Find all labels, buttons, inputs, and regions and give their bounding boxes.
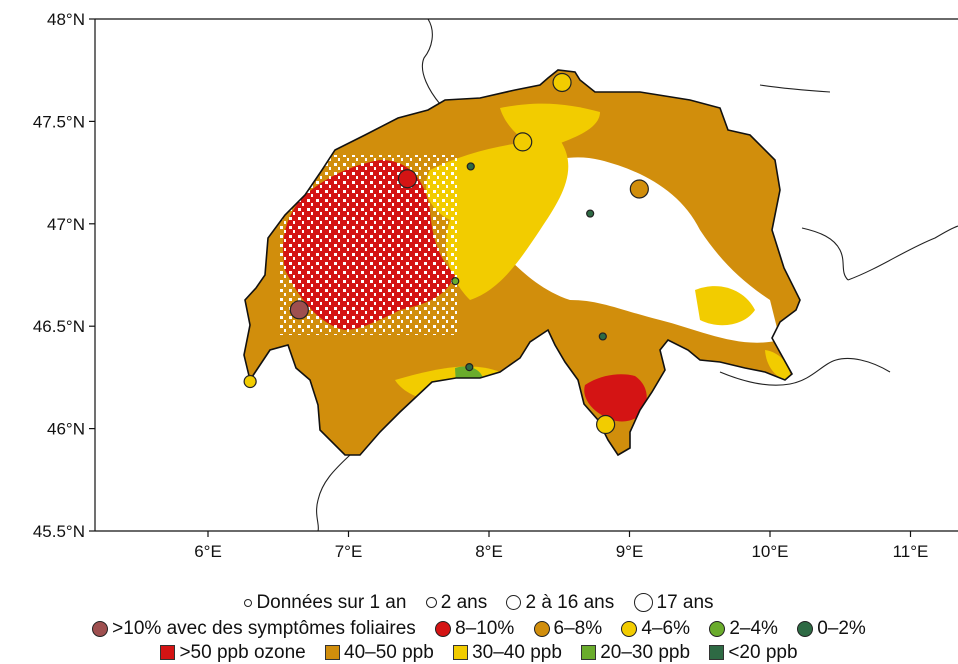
station-marker bbox=[598, 332, 607, 341]
border-east-austria bbox=[801, 227, 849, 281]
y-tick-label: 48°N bbox=[47, 10, 85, 29]
switzerland-border bbox=[243, 69, 801, 457]
legend-size-item: 17 ans bbox=[633, 592, 714, 614]
station-markers bbox=[243, 72, 649, 435]
station-marker bbox=[586, 209, 595, 218]
legend-symptom-item: 6–8% bbox=[533, 618, 603, 640]
legend-ozone-label: 30–40 ppb bbox=[472, 642, 562, 663]
legend-symptom-swatch bbox=[797, 620, 814, 637]
station-marker bbox=[465, 363, 474, 372]
legend-symptom-swatch bbox=[92, 620, 109, 637]
switzerland-ozone-layer bbox=[243, 69, 801, 457]
legend-size-label: 2 à 16 ans bbox=[525, 592, 615, 613]
legend-ozone-swatch bbox=[453, 645, 469, 661]
legend-ozone-label: 20–30 ppb bbox=[600, 642, 691, 663]
border-north bbox=[422, 19, 441, 105]
border-southeast bbox=[719, 357, 891, 386]
legend-symptom-label: 4–6% bbox=[641, 618, 691, 639]
legend-size-small bbox=[244, 598, 253, 607]
legend-symptom-item: 4–6% bbox=[621, 618, 690, 640]
legend-symptom-item: 0–2% bbox=[797, 618, 866, 640]
x-tick-label: 9°E bbox=[616, 542, 644, 560]
legend-size-xlarge bbox=[633, 593, 653, 613]
y-tick-label: 46.5°N bbox=[33, 317, 85, 336]
neighbour-borders bbox=[316, 19, 958, 531]
station-marker bbox=[289, 300, 309, 320]
station-marker bbox=[513, 132, 533, 152]
legend-ozone-item: >50 ppb ozone bbox=[160, 642, 306, 664]
legend-symptom-item: >10% avec des symptômes foliaires bbox=[92, 618, 416, 640]
legend-ozone-swatch bbox=[709, 645, 725, 661]
legend-size-item: Données sur 1 an bbox=[244, 592, 406, 614]
legend-size-large bbox=[506, 595, 522, 611]
zone-yellow-east bbox=[695, 286, 755, 326]
zone-yellow-plateau bbox=[426, 140, 569, 300]
x-tick-label: 8°E bbox=[475, 542, 503, 560]
station-marker bbox=[596, 414, 616, 435]
legend-size-item: 2 à 16 ans bbox=[506, 592, 614, 614]
legend-duration: Données sur 1 an 2 ans 2 à 16 ans 17 ans bbox=[0, 592, 958, 614]
border-south bbox=[316, 454, 351, 531]
map-frame: 48°N 47.5°N 47°N 46.5°N 46°N 45.5°N 6°E 7°E 8°E… bbox=[33, 10, 958, 560]
station-marker bbox=[397, 169, 418, 189]
legend-size-medium bbox=[425, 597, 437, 609]
legend-symptom-item: 2–4% bbox=[709, 618, 778, 640]
zone-green-valais bbox=[455, 366, 484, 422]
legend-symptom-swatch bbox=[435, 620, 452, 637]
y-tick-label: 45.5°N bbox=[33, 522, 85, 541]
legend-size-label: Données sur 1 an bbox=[256, 592, 407, 613]
border-east-top bbox=[759, 84, 831, 93]
station-marker bbox=[552, 72, 572, 93]
legend-ozone: >50 ppb ozone 40–50 ppb 30–40 ppb 20–30 … bbox=[0, 642, 958, 664]
legend-ozone-item: 30–40 ppb bbox=[453, 642, 562, 664]
y-ticks: 48°N 47.5°N 47°N 46.5°N 46°N 45.5°N bbox=[33, 10, 95, 541]
legend-size-item: 2 ans bbox=[425, 592, 488, 614]
zone-red-ticino bbox=[584, 374, 647, 422]
zone-yellow-engadin bbox=[765, 350, 791, 380]
ozone-map: 48°N 47.5°N 47°N 46.5°N 46°N 45.5°N 6°E 7°E 8°E… bbox=[33, 10, 958, 560]
station-marker bbox=[466, 162, 475, 171]
legend-ozone-label: >50 ppb ozone bbox=[179, 642, 306, 663]
y-tick-label: 47°N bbox=[47, 215, 85, 234]
legend-symptom-item: 8–10% bbox=[435, 618, 514, 640]
legend-ozone-item: 40–50 ppb bbox=[325, 642, 434, 664]
legend-ozone-swatch bbox=[160, 645, 176, 661]
station-marker bbox=[629, 179, 649, 199]
x-ticks: 6°E 7°E 8°E 9°E 10°E 11°E bbox=[194, 531, 928, 560]
legend-symptom-swatch bbox=[709, 620, 726, 637]
legend-symptom-swatch bbox=[533, 620, 550, 637]
x-tick-label: 10°E bbox=[751, 542, 788, 560]
legend-symptom-label: 2–4% bbox=[729, 618, 778, 639]
legend-symptom-label: 8–10% bbox=[455, 618, 515, 639]
legend-symptom-label: 6–8% bbox=[553, 618, 603, 639]
border-east-italy bbox=[847, 225, 958, 281]
legend-symptom-label: 0–2% bbox=[817, 618, 866, 639]
station-marker bbox=[243, 374, 257, 389]
legend-ozone-label: <20 ppb bbox=[728, 642, 798, 663]
legend-size-label: 2 ans bbox=[440, 592, 488, 613]
x-tick-label: 7°E bbox=[335, 542, 363, 560]
legend-ozone-label: 40–50 ppb bbox=[344, 642, 434, 663]
legend-ozone-swatch bbox=[325, 645, 340, 661]
legend-symptom-swatch bbox=[621, 620, 638, 637]
legend-symptoms: >10% avec des symptômes foliaires 8–10% … bbox=[0, 618, 958, 640]
x-tick-label: 6°E bbox=[194, 542, 222, 560]
legend-symptom-label: >10% avec des symptômes foliaires bbox=[112, 618, 416, 639]
x-tick-label: 11°E bbox=[893, 542, 929, 560]
legend-ozone-swatch bbox=[581, 645, 597, 661]
y-tick-label: 47.5°N bbox=[33, 112, 85, 131]
legend-size-label: 17 ans bbox=[656, 592, 714, 613]
legend-ozone-item: <20 ppb bbox=[709, 642, 798, 664]
y-tick-label: 46°N bbox=[47, 420, 85, 439]
legend-ozone-item: 20–30 ppb bbox=[581, 642, 690, 664]
station-marker bbox=[451, 277, 460, 286]
